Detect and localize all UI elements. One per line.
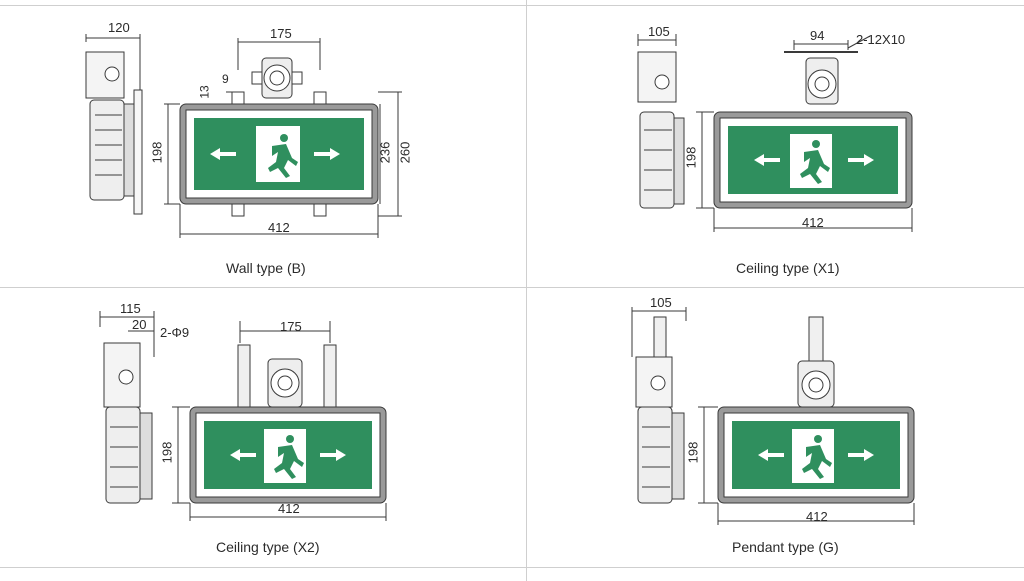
ceiling-bracket [784,35,871,105]
wall-dim-tab-offset: 13 [197,85,212,99]
g-dim-width: 412 [806,509,828,524]
junction-hub [237,38,321,99]
middle-divider [0,287,1024,288]
panel-ceiling-x2: 115 20 2-Φ9 175 198 412 Ceiling type (X2… [0,287,526,567]
x1-dim-side-width: 105 [648,24,670,39]
x1-dim-bracket-width: 94 [810,28,825,43]
side-view [85,34,143,215]
x2-dim-hub-width: 175 [280,319,302,334]
x2-dim-height: 198 [159,441,175,464]
x1-dim-width: 412 [802,215,824,230]
g-dim-side-width: 105 [650,295,672,310]
wall-dim-side-width: 120 [108,20,130,35]
g-dim-height: 198 [685,441,701,464]
wall-dim-height: 198 [149,141,165,164]
ceiling-x2-drawing [99,311,387,521]
pendant-rod [797,316,835,408]
x2-dim-side-width: 115 [120,301,141,316]
wall-dim-tab-gap: 9 [222,72,229,86]
wall-caption: Wall type (B) [226,260,306,276]
wall-type-drawing [85,34,402,238]
wall-dim-width: 412 [268,220,290,235]
pendant-g-drawing [631,307,915,525]
wall-dim-outer-height: 260 [397,141,413,164]
x1-dim-hole-spec: 2-12X10 [856,32,906,47]
g-caption: Pendant type (G) [732,539,839,555]
x2-dim-width: 412 [278,501,300,516]
x1-dim-height: 198 [683,146,699,169]
panel-pendant-g: 105 198 412 Pendant type (G) [526,287,1024,567]
panel-wall-type: 120 175 9 13 198 236 260 412 Wall type (… [0,0,526,287]
x2-dim-hole-spec: 2-Φ9 [160,325,190,340]
bottom-divider [0,567,1024,568]
wall-dim-hub-width: 175 [270,26,292,41]
top-divider [0,5,1024,6]
x1-caption: Ceiling type (X1) [736,260,840,276]
side-view [637,34,685,209]
x2-dim-offset: 20 [132,317,147,332]
center-divider [526,0,527,581]
side-view [99,311,155,504]
side-view [631,307,687,504]
x2-caption: Ceiling type (X2) [216,539,320,555]
ceiling-x1-drawing [637,34,913,232]
wall-dim-inner-height: 236 [377,141,393,164]
panel-ceiling-x1: 105 94 2-12X10 198 412 Ceiling type (X1) [526,0,1024,287]
